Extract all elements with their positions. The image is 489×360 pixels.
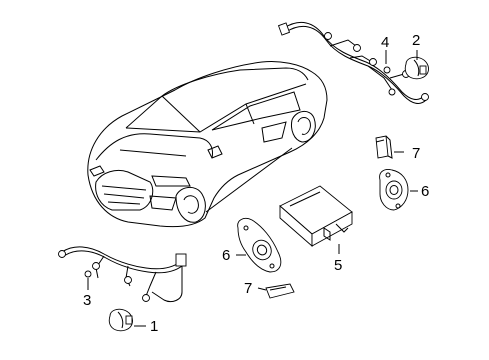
- leader-lines: [87, 50, 418, 327]
- parking-aid-control-module: [279, 185, 353, 247]
- callout-3: 3: [83, 292, 91, 309]
- callout-7-upper: 7: [412, 145, 420, 162]
- sensor-mount-left: [237, 217, 282, 273]
- callout-labels: 2 4 7 6 5 6 7 3 1: [83, 32, 429, 335]
- callout-4: 4: [381, 34, 389, 51]
- callout-5: 5: [334, 257, 342, 274]
- sensor-bracket-lower: [265, 283, 295, 299]
- front-park-sensor: [108, 308, 133, 332]
- callout-2: 2: [412, 32, 420, 49]
- leader-7-lower: [257, 287, 267, 291]
- rear-park-sensor: [404, 56, 429, 80]
- front-sensor-wiring-harness: [58, 246, 187, 303]
- vehicle-illustration: [87, 61, 328, 228]
- sensor-mount-right: [379, 169, 409, 211]
- callout-1: 1: [150, 318, 158, 335]
- rear-sensor-wiring-harness: [277, 21, 429, 104]
- callout-6-left: 6: [222, 247, 230, 264]
- callout-7-lower: 7: [244, 280, 252, 297]
- sensor-bracket-upper: [375, 135, 393, 159]
- callout-6-right: 6: [421, 183, 429, 200]
